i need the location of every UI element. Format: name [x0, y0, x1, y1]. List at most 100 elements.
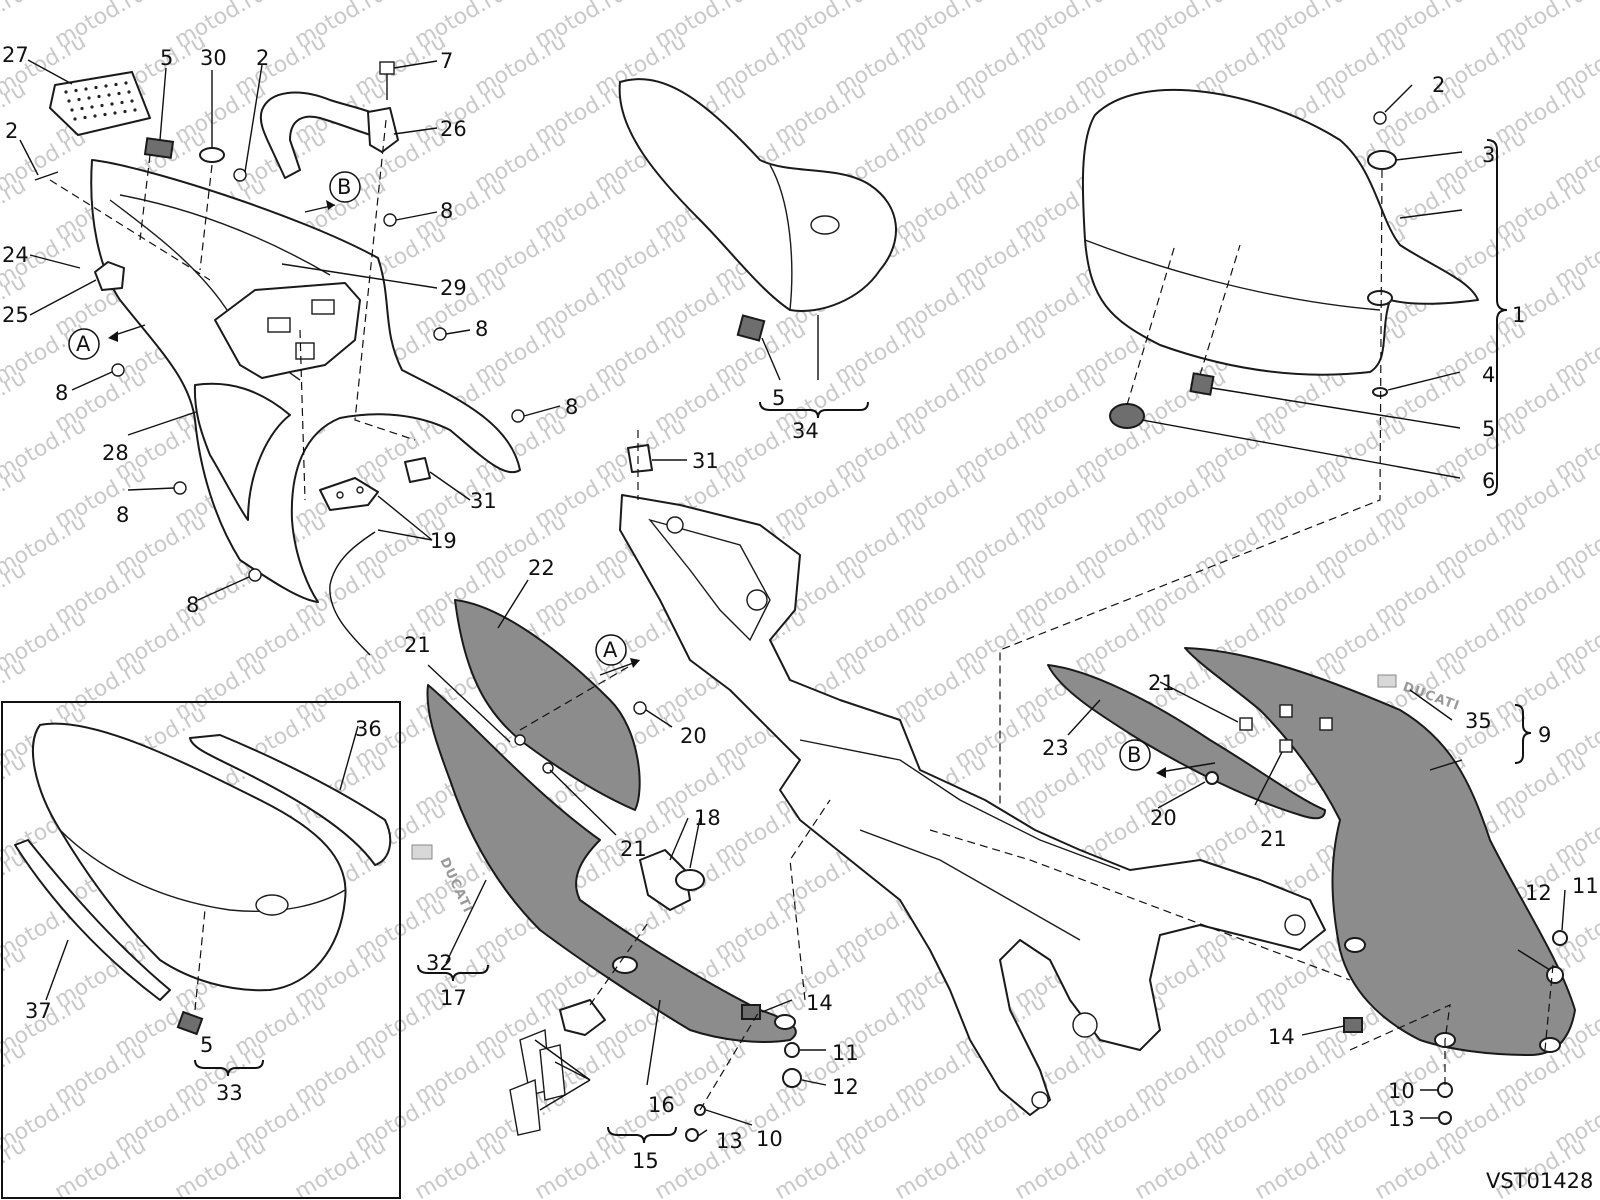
- rivet-21: [514, 734, 526, 746]
- callout-5: 5: [200, 1033, 213, 1057]
- plate-dot: [70, 108, 74, 112]
- guide-line: [194, 909, 206, 1011]
- grouping-braces: [194, 139, 1532, 1144]
- plate-dot: [67, 99, 71, 103]
- callout-11: 11: [1572, 874, 1599, 898]
- callout-31: 31: [470, 489, 497, 513]
- view-markers: B A A B: [68, 171, 1216, 778]
- clip-14: [741, 1004, 761, 1020]
- brace-33: [194, 1059, 264, 1077]
- plate-dot: [107, 93, 111, 97]
- subframe-rail: [799, 739, 1121, 871]
- callout-5: 5: [160, 46, 173, 70]
- callout-1: 1: [1512, 303, 1525, 327]
- plate-dot: [123, 109, 127, 114]
- svg-text:A: A: [603, 638, 618, 662]
- screw-11: [784, 1042, 800, 1058]
- panel-grommet: [774, 1014, 796, 1030]
- svg-text:A: A: [76, 332, 91, 356]
- callout-19: 19: [430, 529, 457, 553]
- screw-13: [1438, 1111, 1452, 1125]
- key-15: [509, 1079, 541, 1136]
- watermark-text: motod.ru: [891, 1133, 991, 1200]
- hole-seat: [1367, 290, 1393, 306]
- callout-8: 8: [116, 503, 129, 527]
- callout-26: 26: [440, 117, 467, 141]
- plate-dot: [74, 88, 78, 93]
- callout-14: 14: [1268, 1025, 1295, 1049]
- grommet-30: [199, 147, 225, 163]
- plate-dot: [83, 115, 87, 120]
- callout-9: 9: [1538, 723, 1551, 747]
- plate-dot: [97, 94, 101, 99]
- bracket-hole: [356, 486, 364, 494]
- callout-34: 34: [792, 419, 819, 443]
- strap-26: [259, 91, 386, 179]
- callout-5: 5: [1482, 417, 1495, 441]
- view-marker-a-center: A: [595, 634, 640, 676]
- leader-lines: [19, 59, 1566, 1137]
- callout-8: 8: [186, 593, 199, 617]
- callout-37: 37: [25, 999, 52, 1023]
- callout-2: 2: [5, 119, 18, 143]
- clip-31: [627, 444, 653, 473]
- guide-line: [1126, 244, 1176, 406]
- plate-dot: [73, 117, 77, 121]
- seat-edge: [1084, 239, 1381, 311]
- callout-12: 12: [832, 1075, 859, 1099]
- side-panel-17: [426, 684, 797, 1043]
- strap-clamp-26: [367, 107, 399, 153]
- seat-cover-34: [618, 78, 897, 342]
- callout-10: 10: [1388, 1079, 1415, 1103]
- pad-5: [143, 137, 175, 159]
- guide-line: [929, 829, 1351, 981]
- callout-33: 33: [216, 1081, 243, 1105]
- inset-monoposto-cover: [1, 701, 401, 1199]
- callout-24: 24: [2, 243, 29, 267]
- watermark-text: motod.ru: [1011, 1133, 1111, 1200]
- callout-labels: 27 5 30 2 7 26 2 8 29 24 25 8 8 8 28 31 …: [2, 43, 1599, 1173]
- mount-hole: [746, 589, 768, 611]
- guide-line: [789, 799, 831, 1001]
- screw-2-left: [34, 171, 59, 181]
- brace-1: [1486, 139, 1508, 496]
- svg-text:B: B: [337, 175, 351, 199]
- clip-31: [404, 457, 431, 483]
- callout-13: 13: [1388, 1107, 1415, 1131]
- callout-11: 11: [832, 1041, 859, 1065]
- callout-36: 36: [355, 717, 382, 741]
- screw-11: [1552, 930, 1568, 946]
- tray-clip-2: [311, 299, 335, 315]
- callout-14: 14: [806, 991, 833, 1015]
- callout-16: 16: [648, 1093, 675, 1117]
- mount-hole: [1072, 1012, 1098, 1038]
- screw-13: [685, 1128, 699, 1142]
- grommet-12: [1546, 966, 1564, 984]
- mount-hole: [666, 516, 684, 534]
- guide-line: [139, 154, 151, 241]
- callout-31: 31: [692, 449, 719, 473]
- tail-fairing-body: [90, 159, 521, 603]
- watermark-text: motod.ru: [1251, 1133, 1351, 1200]
- plate-dot: [87, 96, 91, 100]
- rubber-bump-6: [1109, 403, 1145, 429]
- watermark-text: motod.ru: [51, 1133, 151, 1200]
- plate-dot: [124, 81, 128, 85]
- watermark-text: motod.ru: [1131, 1133, 1231, 1200]
- plate-dot: [64, 90, 68, 94]
- callout-25: 25: [2, 303, 29, 327]
- pad-5: [1189, 372, 1215, 396]
- guide-line: [999, 169, 1383, 820]
- callout-8: 8: [475, 317, 488, 341]
- seat-cover-33: [32, 722, 347, 992]
- plate-dot: [80, 106, 84, 111]
- callout-21: 21: [1148, 671, 1175, 695]
- latch-ring: [675, 869, 705, 891]
- watermark-text: motod.ru: [171, 1133, 271, 1200]
- tray-clip-1: [267, 317, 291, 333]
- callout-2: 2: [256, 46, 269, 70]
- lock-barrel-16: [559, 999, 606, 1036]
- view-marker-b-right: B: [1119, 739, 1216, 778]
- grommet-12: [782, 1068, 802, 1088]
